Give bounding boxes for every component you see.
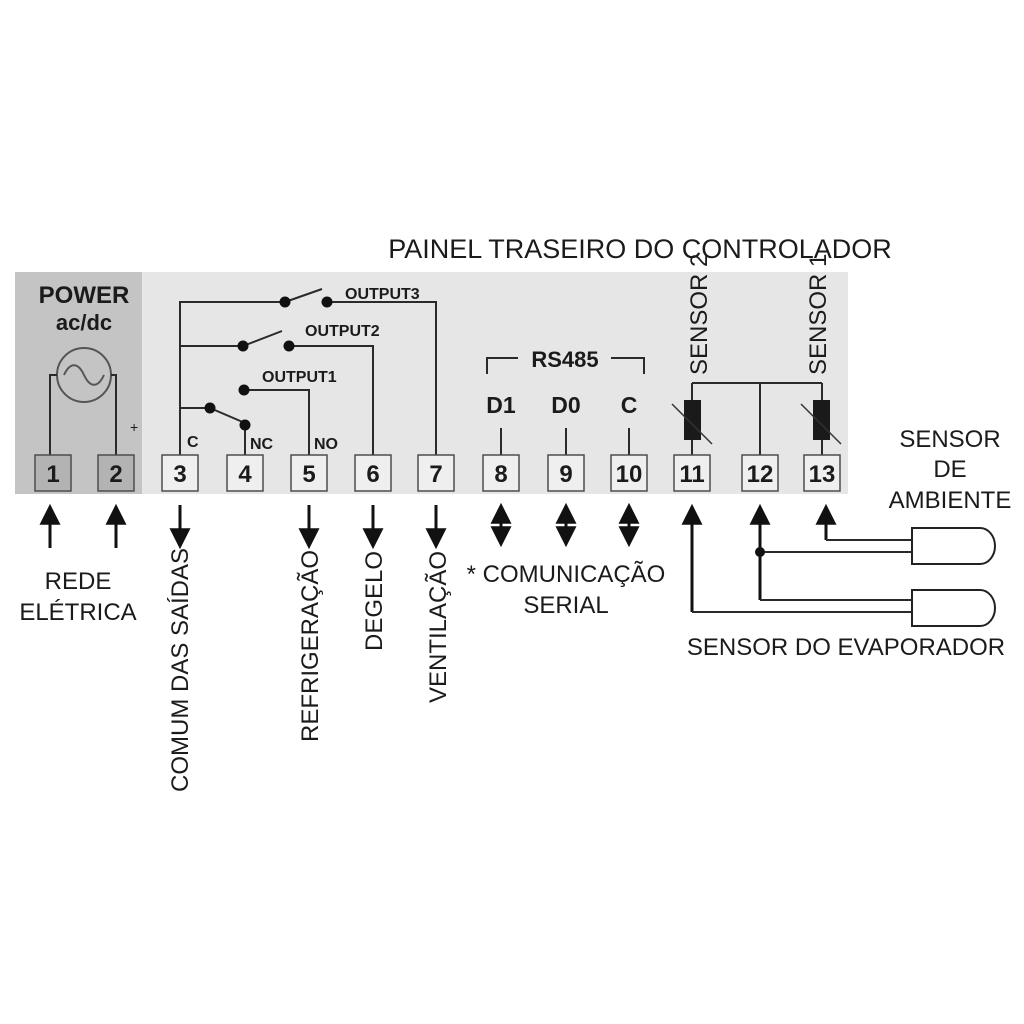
terminal-box <box>97 454 135 492</box>
rede-label-line2: ELÉTRICA <box>19 599 136 626</box>
terminal-12: 12 <box>741 454 779 492</box>
terminal-3: 3 <box>161 454 199 492</box>
external-sensor-wiring <box>681 503 996 627</box>
terminal-number: 1 <box>46 461 59 488</box>
terminal-11: 11 <box>673 454 711 492</box>
ambient-sensor-probe-icon <box>911 527 996 565</box>
contact-c-label: C <box>187 434 199 451</box>
sensor-evaporador-label: SENSOR DO EVAPORADOR <box>687 634 1005 661</box>
terminal-1: 1 <box>34 454 72 492</box>
terminal-box <box>226 454 264 492</box>
output3-label: OUTPUT3 <box>345 286 420 303</box>
terminal-2: 2 <box>97 454 135 492</box>
sensor-ambiente-line1: SENSOR <box>899 426 1000 453</box>
sensor-wiring <box>671 382 842 455</box>
rs485-c-label: C <box>621 392 638 418</box>
terminal-box <box>354 454 392 492</box>
terminal-box <box>673 454 711 492</box>
ventilacao-label: VENTILAÇÃO <box>425 551 452 703</box>
terminal-number: 2 <box>109 461 122 488</box>
terminal-number: 5 <box>302 461 315 488</box>
power-wire-1 <box>49 374 57 455</box>
terminal-4: 4 <box>226 454 264 492</box>
terminal-number: 11 <box>679 461 704 488</box>
degelo-label: DEGELO <box>361 551 388 651</box>
rs485-d1-label: D1 <box>486 392 516 418</box>
terminal-box <box>610 454 648 492</box>
comunicacao-label-line1: * COMUNICAÇÃO <box>467 561 666 588</box>
terminal-8: 8 <box>482 454 520 492</box>
rs485-d0-label: D0 <box>551 392 580 418</box>
contact-nc-label: NC <box>250 436 274 453</box>
terminal-number: 10 <box>616 461 643 488</box>
comum-label: COMUM DAS SAÍDAS <box>167 548 194 792</box>
terminal-6: 6 <box>354 454 392 492</box>
comunicacao-label-line2: SERIAL <box>523 592 608 619</box>
sensor-ambiente-line2: DE <box>933 456 966 483</box>
panel-title: PAINEL TRASEIRO DO CONTROLADOR <box>388 234 892 264</box>
terminal-box <box>161 454 199 492</box>
terminal-number: 9 <box>559 461 572 488</box>
rs485-bracket <box>486 357 645 455</box>
terminal-number: 3 <box>173 461 186 488</box>
sensor1-label: SENSOR 1 <box>805 254 832 375</box>
terminal-number: 12 <box>747 461 774 488</box>
terminal-10: 10 <box>610 454 648 492</box>
terminal-box <box>417 454 455 492</box>
terminal-box <box>547 454 585 492</box>
terminal-9: 9 <box>547 454 585 492</box>
terminal-box <box>290 454 328 492</box>
refrigeracao-label: REFRIGERAÇÃO <box>297 550 324 742</box>
sensor-ambiente-line3: AMBIENTE <box>889 487 1012 514</box>
terminal-number: 6 <box>366 461 379 488</box>
plus-sign: + <box>130 419 138 435</box>
power-title: POWER <box>39 282 130 309</box>
terminal-7: 7 <box>417 454 455 492</box>
output2-label: OUTPUT2 <box>305 323 380 340</box>
terminal-box <box>803 454 841 492</box>
terminal-number: 8 <box>494 461 507 488</box>
rede-label-line1: REDE <box>45 568 112 595</box>
terminal-number: 7 <box>429 461 442 488</box>
power-subtitle: ac/dc <box>56 310 112 335</box>
relay-wiring <box>179 288 437 455</box>
sensor2-label: SENSOR 2 <box>686 254 713 375</box>
evaporator-sensor-probe-icon <box>911 589 996 627</box>
terminal-box <box>34 454 72 492</box>
contact-no-label: NO <box>314 436 338 453</box>
terminal-box <box>741 454 779 492</box>
terminal-5: 5 <box>290 454 328 492</box>
output1-label: OUTPUT1 <box>262 369 337 386</box>
arrows <box>39 502 640 550</box>
terminal-box <box>482 454 520 492</box>
power-wire-2 <box>111 374 117 455</box>
rs485-title: RS485 <box>531 347 598 372</box>
terminal-number: 13 <box>809 461 836 488</box>
terminal-number: 4 <box>238 461 252 488</box>
terminal-13: 13 <box>803 454 841 492</box>
